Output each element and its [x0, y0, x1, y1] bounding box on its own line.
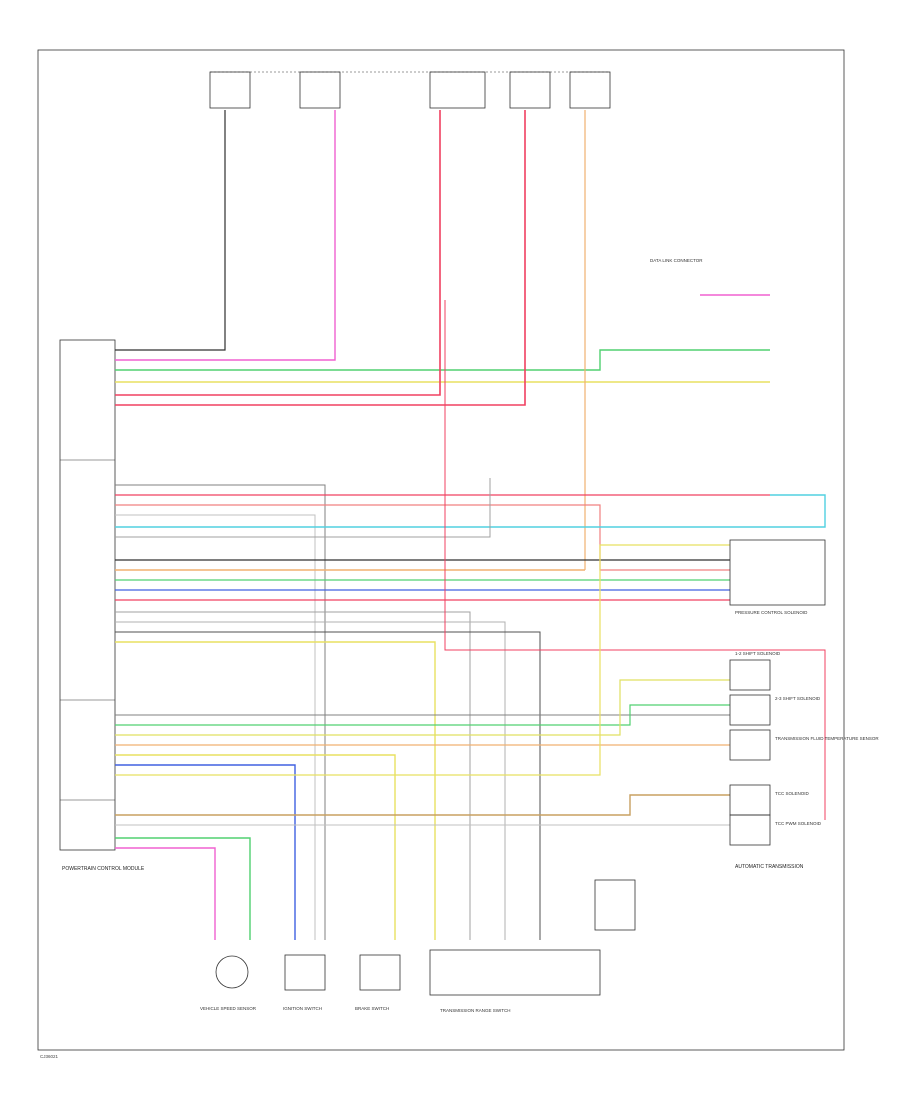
vss-sensor: [215, 955, 249, 989]
wire-green-4: [115, 679, 730, 736]
footer-code: CJ36021: [40, 1054, 59, 1059]
wire-gray-4: [115, 611, 471, 940]
tcc-pwm-box: [729, 814, 771, 846]
right-components: [729, 539, 826, 846]
wire-red-5: [444, 300, 826, 820]
wire-yellow-3: [115, 754, 396, 940]
wire-green-3: [115, 704, 730, 726]
tcc-box: [729, 784, 771, 816]
tcc-label: TCC SOLENOID: [775, 791, 810, 796]
fuse-source-2: [299, 71, 341, 109]
solenoid-a-label: 1-2 SHIFT SOLENOID: [735, 651, 781, 656]
wire-gray-1: [115, 484, 326, 940]
ecm-label: POWERTRAIN CONTROL MODULE: [62, 866, 145, 872]
data-link-label: DATA LINK CONNECTOR: [650, 258, 703, 263]
wire-black-3: [115, 631, 541, 940]
vss-label: VEHICLE SPEED SENSOR: [200, 1006, 257, 1011]
ecm-connector-upper: [59, 339, 116, 851]
fluid-temp-box: [729, 729, 771, 761]
wire-blue-2: [115, 764, 296, 940]
wire-black-1: [115, 110, 226, 351]
diagram-frame: [37, 49, 845, 1051]
fluid-temp-label: TRANSMISSION FLUID TEMPERATURE SENSOR: [775, 736, 879, 741]
trans-label: AUTOMATIC TRANSMISSION: [735, 864, 804, 870]
wire-green-1: [115, 349, 770, 371]
ecm-wires-lower: [115, 544, 730, 940]
bottom-components: [215, 879, 636, 996]
top-fuse-sources: [209, 71, 611, 109]
solenoid-b-box: [729, 694, 771, 726]
wire-yellow-2: [115, 641, 436, 940]
wire-gray-2: [115, 514, 316, 940]
wire-red-2: [115, 110, 526, 406]
ignition-switch-box: [284, 954, 326, 991]
wire-gray-3: [115, 478, 491, 538]
fuse-source-1: [209, 71, 251, 109]
fuse-source-5: [569, 71, 611, 109]
wire-pink-3: [115, 847, 216, 940]
ground-box: [594, 879, 636, 931]
wire-gray-5: [115, 621, 506, 940]
wire-tan-1: [115, 794, 730, 816]
wire-cyan-1: [115, 494, 826, 528]
trans-range-label: TRANSMISSION RANGE SWITCH: [440, 1008, 511, 1013]
pressure-solenoid-box: [729, 539, 826, 606]
tcc-pwm-label: TCC PWM SOLENOID: [775, 821, 822, 826]
solenoid-a-box: [729, 659, 771, 691]
pressure-label: PRESSURE CONTROL SOLENOID: [735, 610, 808, 615]
ignition-label: IGNITION SWITCH: [283, 1006, 322, 1011]
wire-green-5: [115, 837, 251, 940]
wire-pink-2: [115, 504, 730, 571]
brake-label: BRAKE SWITCH: [355, 1006, 389, 1011]
wire-red-1: [115, 110, 441, 396]
brake-switch-box: [359, 954, 401, 991]
fuse-source-3: [429, 71, 486, 109]
trans-range-switch-box: [429, 949, 601, 996]
ecm-wires-middle: [115, 300, 826, 940]
ecm-wires-upper: [115, 110, 770, 570]
wire-yellow-4: [115, 544, 730, 776]
wire-pink-1: [115, 110, 336, 361]
solenoid-b-label: 2-3 SHIFT SOLENOID: [775, 696, 821, 701]
fuse-source-4: [509, 71, 551, 109]
